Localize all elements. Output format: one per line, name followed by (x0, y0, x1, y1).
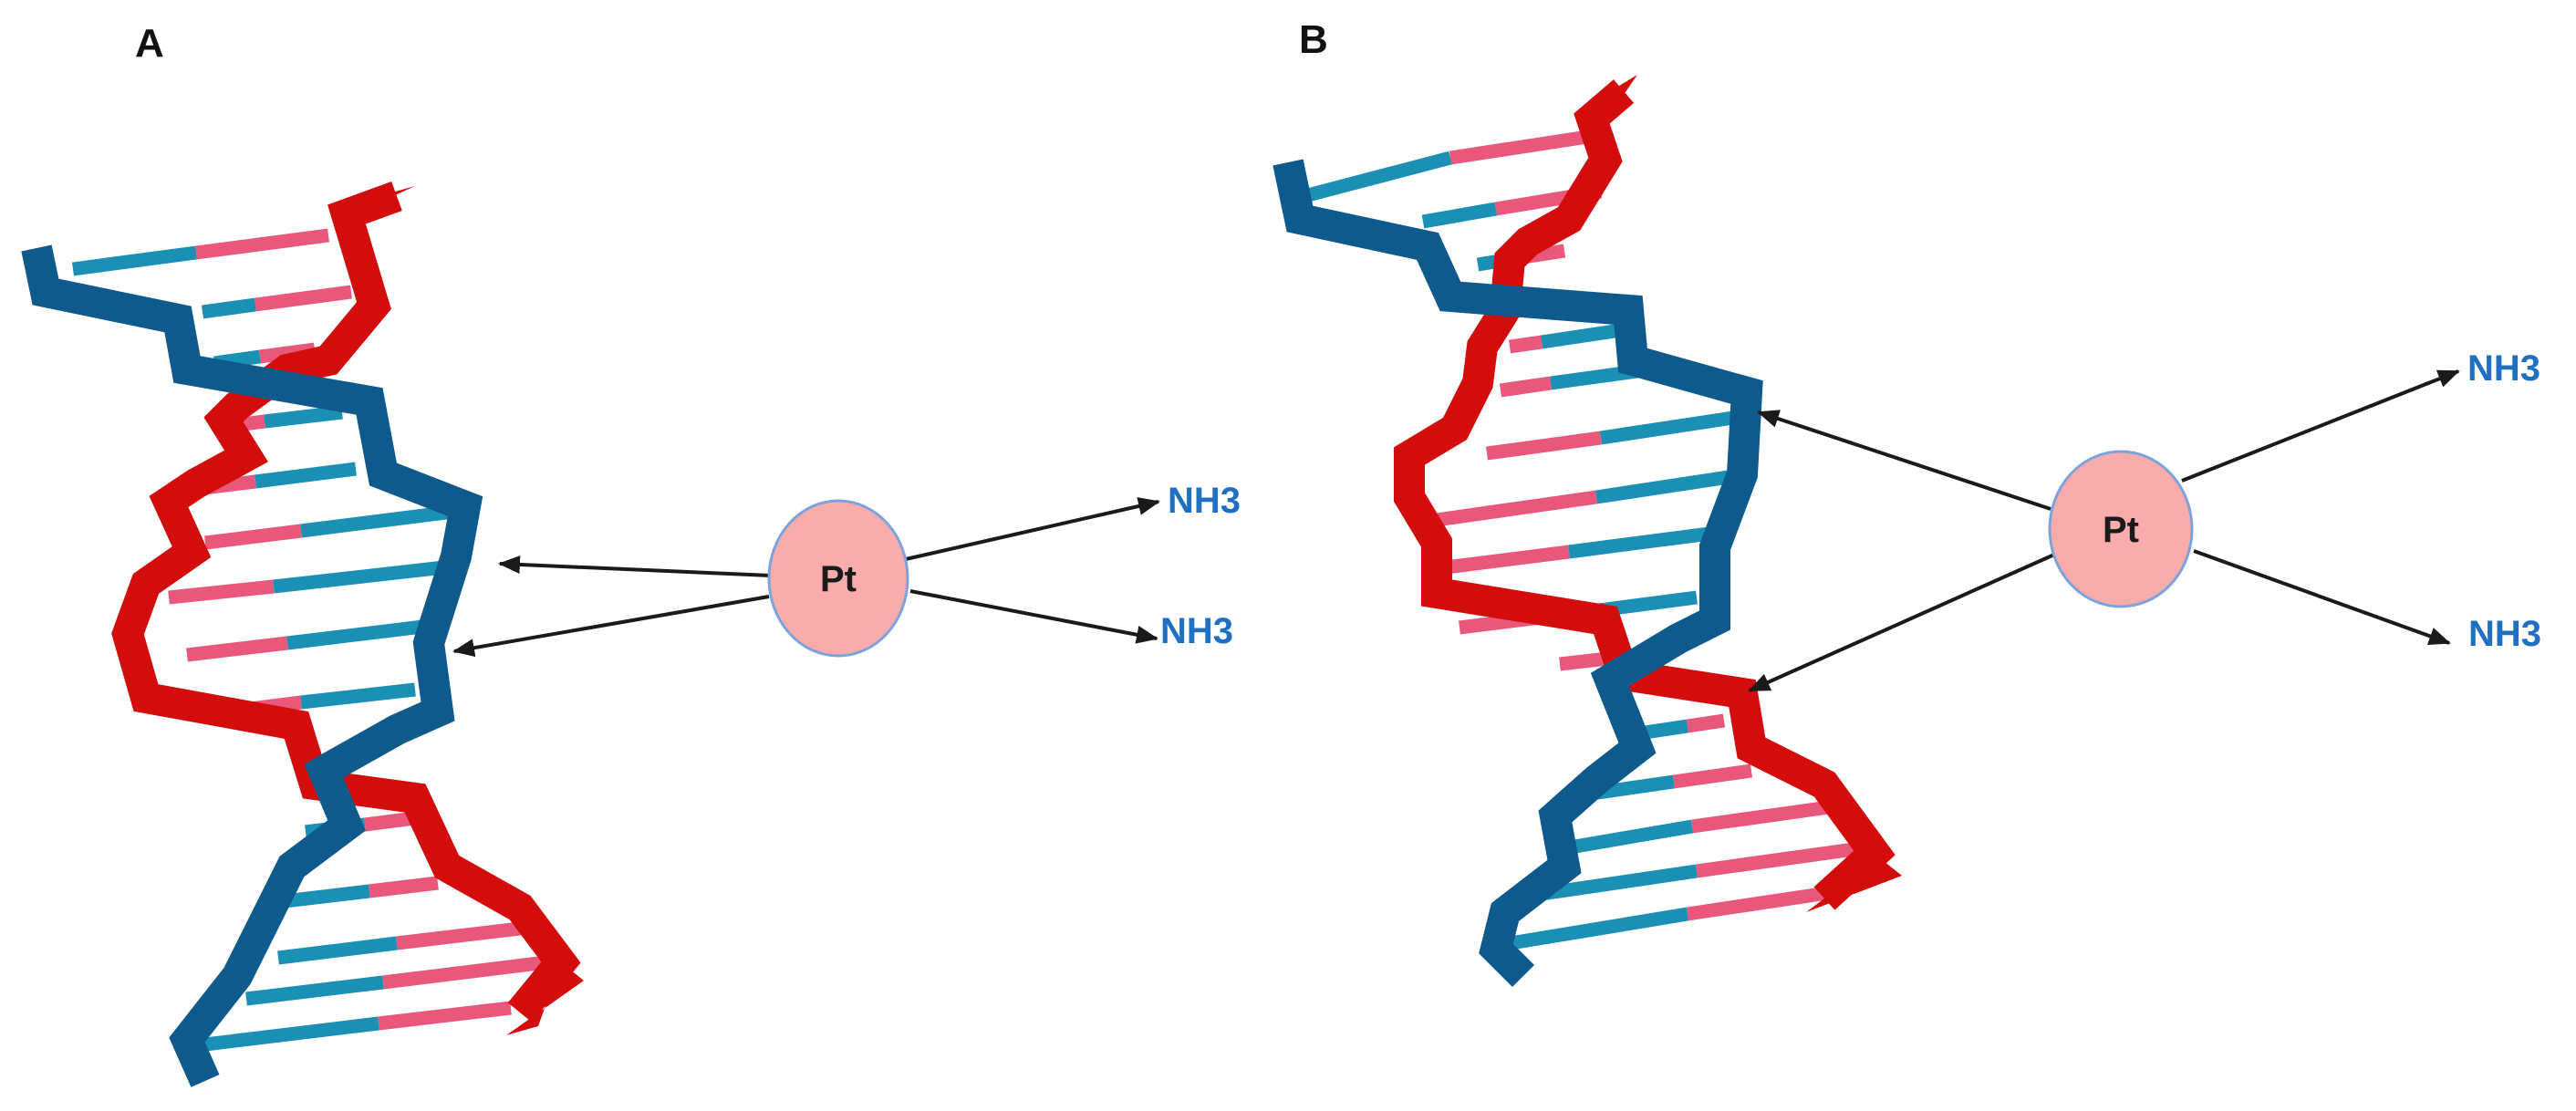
base-pair-left (277, 936, 398, 965)
platinum-atom-b: Pt (2048, 450, 2194, 608)
base-pair-left (286, 618, 439, 650)
base-pair-right (1485, 431, 1603, 461)
base-pair-right (378, 1001, 512, 1031)
crosslink-arrow (452, 595, 770, 658)
red-strand-a (111, 182, 581, 1023)
red-strand-cap (1806, 857, 1902, 912)
panel-a-label: A (135, 21, 164, 66)
crosslink-arrow (498, 555, 772, 577)
base-pair-right (195, 228, 329, 260)
ammine-ligand-label: NH3 (1160, 611, 1233, 651)
ligand-arrow (905, 497, 1160, 561)
base-pair-left (1594, 467, 1749, 504)
ammine-ligand-label: NH3 (2467, 348, 2540, 389)
base-pair-left (1421, 202, 1498, 229)
base-pair-right (1686, 713, 1726, 733)
base-pair-right (254, 285, 352, 312)
panel-b-label: B (1299, 17, 1328, 62)
base-pair-left (1563, 819, 1694, 856)
base-pair-left (300, 504, 462, 538)
base-pair-right (1508, 335, 1543, 354)
base-pair-left (72, 245, 197, 276)
base-pair-right (1445, 545, 1570, 575)
base-pair-left (245, 975, 384, 1006)
base-pairs-a (72, 228, 562, 1052)
blue-strand-b (1272, 159, 1763, 988)
base-pair-right (369, 876, 439, 898)
ligand-arrow (2181, 369, 2460, 483)
base-pair-left (1303, 151, 1452, 203)
base-pair-right (1695, 841, 1863, 878)
base-pair-right (1449, 127, 1607, 165)
base-pair-left (201, 297, 257, 319)
crosslink-arrow (1757, 410, 2051, 511)
base-pair-left (300, 682, 416, 710)
dna-helix-b (1272, 75, 1902, 988)
base-pair-left (264, 405, 343, 429)
dna-helix-a (21, 182, 584, 1087)
ammine-ligand-label: NH3 (1168, 481, 1241, 521)
platinum-circle (2048, 450, 2194, 608)
base-pair-right (1690, 800, 1831, 834)
platinum-atom-a: Pt (767, 499, 909, 658)
base-pair-right (1686, 885, 1835, 921)
ligand-arrow (909, 589, 1158, 644)
base-pair-left (1599, 410, 1735, 445)
panel-a: A (21, 21, 1241, 1087)
base-pair-left (254, 462, 357, 489)
base-pair-right (364, 811, 416, 832)
base-pair-left (1540, 864, 1698, 901)
red-strand-b (1394, 79, 1896, 910)
base-pair-left (273, 558, 462, 594)
ligand-arrow (2193, 549, 2451, 645)
base-pair-left (1503, 907, 1689, 951)
base-pair-left (1568, 524, 1725, 559)
red-strand-cap (506, 962, 584, 1035)
base-pair-right (1435, 490, 1598, 527)
base-pair-right (382, 953, 562, 990)
ammine-ligand-label: NH3 (2468, 614, 2541, 654)
red-strand-cap (1583, 75, 1637, 128)
base-pair-right (1672, 763, 1753, 789)
platinum-label: Pt (820, 559, 857, 599)
blue-strand-a (21, 244, 483, 1087)
base-pair-right (204, 524, 302, 550)
base-pairs-b (1303, 127, 1863, 951)
crosslink-arrow (1748, 553, 2055, 692)
base-pair-left (204, 1016, 379, 1052)
red-strand-cap (339, 186, 415, 221)
platinum-label: Pt (2103, 510, 2139, 550)
platinum-circle (767, 499, 909, 658)
base-pair-right (186, 636, 288, 662)
base-pair-right (1499, 376, 1553, 398)
base-pair-right (168, 579, 275, 605)
panel-b: B (1272, 17, 2541, 988)
